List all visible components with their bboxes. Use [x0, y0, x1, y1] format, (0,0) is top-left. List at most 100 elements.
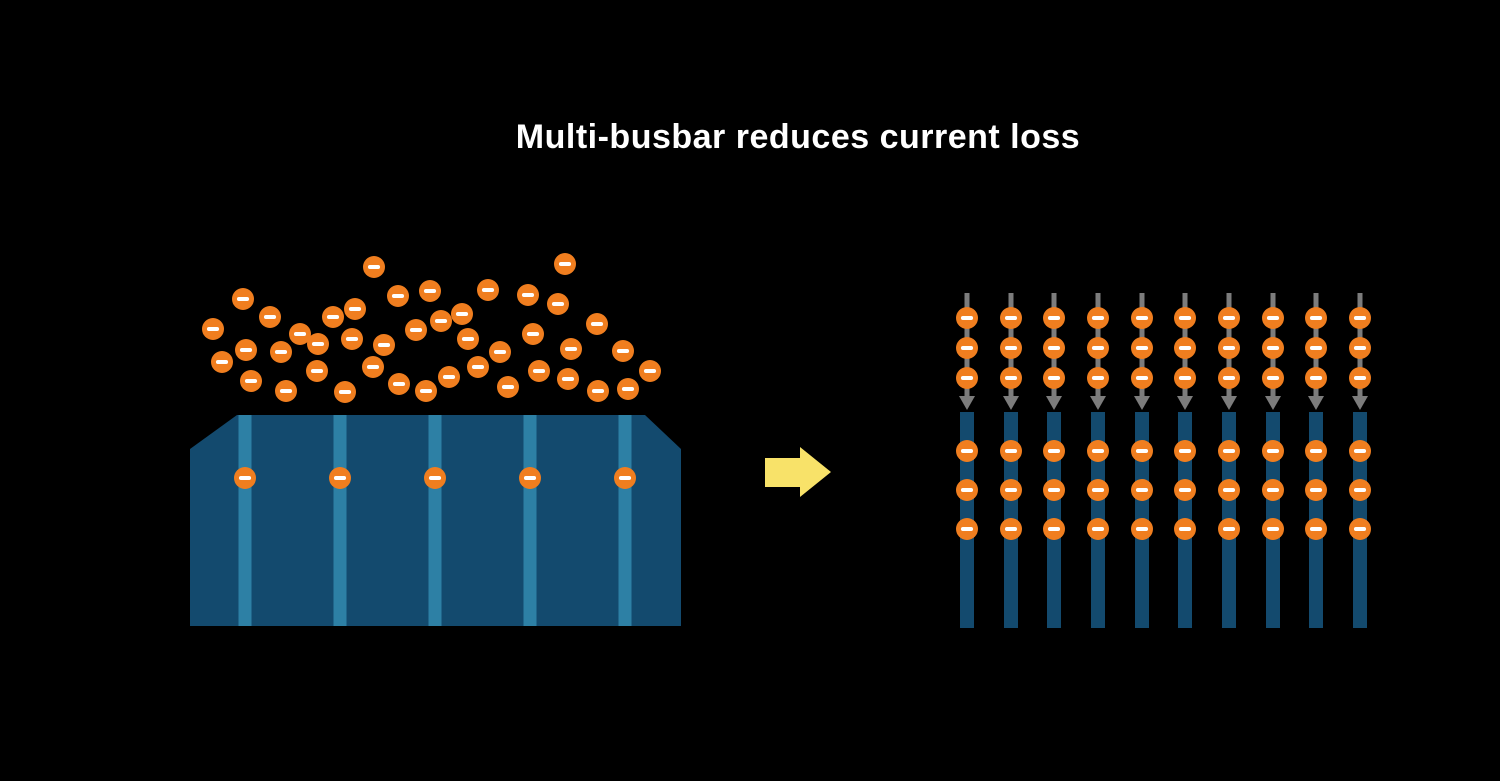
electron-minus-sign — [521, 293, 535, 297]
electron-icon — [1349, 337, 1371, 359]
electron-icon — [489, 341, 511, 363]
electron-icon — [1349, 479, 1371, 501]
electron-icon — [1218, 367, 1240, 389]
electron-minus-sign — [419, 389, 433, 393]
electron-minus-sign — [274, 350, 288, 354]
down-arrow-head — [1046, 396, 1062, 410]
electron-icon — [1131, 518, 1153, 540]
electron-icon — [1174, 518, 1196, 540]
electron-icon — [1305, 479, 1327, 501]
electron-icon — [522, 323, 544, 345]
electron-minus-sign — [333, 476, 347, 480]
electron-icon — [956, 479, 978, 501]
busbar-stripe — [238, 415, 252, 626]
electron-minus-sign — [471, 365, 485, 369]
electron-icon — [211, 351, 233, 373]
electron-minus-sign — [1135, 488, 1149, 492]
electron-minus-sign — [590, 322, 604, 326]
electron-minus-sign — [409, 328, 423, 332]
electron-icon — [387, 285, 409, 307]
electron-icon — [1218, 518, 1240, 540]
electron-minus-sign — [1178, 488, 1192, 492]
down-arrow-head — [1265, 396, 1281, 410]
electron-minus-sign — [1135, 346, 1149, 350]
electron-minus-sign — [1353, 527, 1367, 531]
electron-icon — [1174, 479, 1196, 501]
electron-minus-sign — [1309, 488, 1323, 492]
electron-minus-sign — [1091, 316, 1105, 320]
electron-icon — [1262, 479, 1284, 501]
down-arrow-head — [1177, 396, 1193, 410]
electron-icon — [528, 360, 550, 382]
electron-minus-sign — [493, 350, 507, 354]
electron-minus-sign — [461, 337, 475, 341]
electron-minus-sign — [1266, 527, 1280, 531]
electron-icon — [557, 368, 579, 390]
electron-icon — [1349, 307, 1371, 329]
electron-icon — [430, 310, 452, 332]
electron-icon — [289, 323, 311, 345]
electron-icon — [307, 333, 329, 355]
electron-icon — [956, 440, 978, 462]
electron-minus-sign — [1309, 449, 1323, 453]
electron-icon — [614, 467, 636, 489]
down-arrow-head — [1352, 396, 1368, 410]
electron-icon — [1000, 367, 1022, 389]
electron-minus-sign — [1309, 346, 1323, 350]
electron-minus-sign — [1266, 449, 1280, 453]
electron-icon — [1174, 337, 1196, 359]
electron-minus-sign — [1222, 488, 1236, 492]
electron-icon — [1174, 440, 1196, 462]
electron-minus-sign — [367, 265, 381, 269]
electron-minus-sign — [1135, 316, 1149, 320]
electron-minus-sign — [279, 389, 293, 393]
electron-icon — [363, 256, 385, 278]
electron-minus-sign — [1222, 346, 1236, 350]
electron-minus-sign — [377, 343, 391, 347]
electron-icon — [388, 373, 410, 395]
electron-icon — [235, 339, 257, 361]
electron-minus-sign — [1135, 527, 1149, 531]
electron-minus-sign — [1266, 346, 1280, 350]
electron-icon — [1305, 440, 1327, 462]
electron-icon — [1218, 307, 1240, 329]
electron-icon — [1131, 337, 1153, 359]
electron-minus-sign — [621, 387, 635, 391]
electron-minus-sign — [310, 369, 324, 373]
electron-minus-sign — [391, 294, 405, 298]
electron-icon — [612, 340, 634, 362]
electron-minus-sign — [1047, 488, 1061, 492]
electron-icon — [1262, 337, 1284, 359]
electron-icon — [956, 518, 978, 540]
electron-minus-sign — [1178, 316, 1192, 320]
electron-icon — [956, 337, 978, 359]
electron-minus-sign — [1047, 346, 1061, 350]
electron-icon — [1131, 367, 1153, 389]
electron-icon — [587, 380, 609, 402]
electron-minus-sign — [1091, 488, 1105, 492]
busbar-stripe — [523, 415, 537, 626]
electron-minus-sign — [206, 327, 220, 331]
electron-icon — [1087, 440, 1109, 462]
electron-icon — [341, 328, 363, 350]
electron-icon — [560, 338, 582, 360]
electron-minus-sign — [960, 346, 974, 350]
electron-icon — [1218, 440, 1240, 462]
electron-minus-sign — [428, 476, 442, 480]
electron-minus-sign — [1222, 316, 1236, 320]
electron-minus-sign — [618, 476, 632, 480]
electron-icon — [1087, 518, 1109, 540]
electron-icon — [1305, 307, 1327, 329]
electron-minus-sign — [960, 376, 974, 380]
electron-icon — [306, 360, 328, 382]
electron-icon — [405, 319, 427, 341]
electron-icon — [1305, 518, 1327, 540]
transition-arrow-icon — [765, 447, 831, 497]
busbar-stripe — [428, 415, 442, 626]
electron-minus-sign — [326, 315, 340, 319]
electron-icon — [1262, 367, 1284, 389]
electron-minus-sign — [338, 390, 352, 394]
electron-minus-sign — [366, 365, 380, 369]
electron-icon — [1174, 367, 1196, 389]
